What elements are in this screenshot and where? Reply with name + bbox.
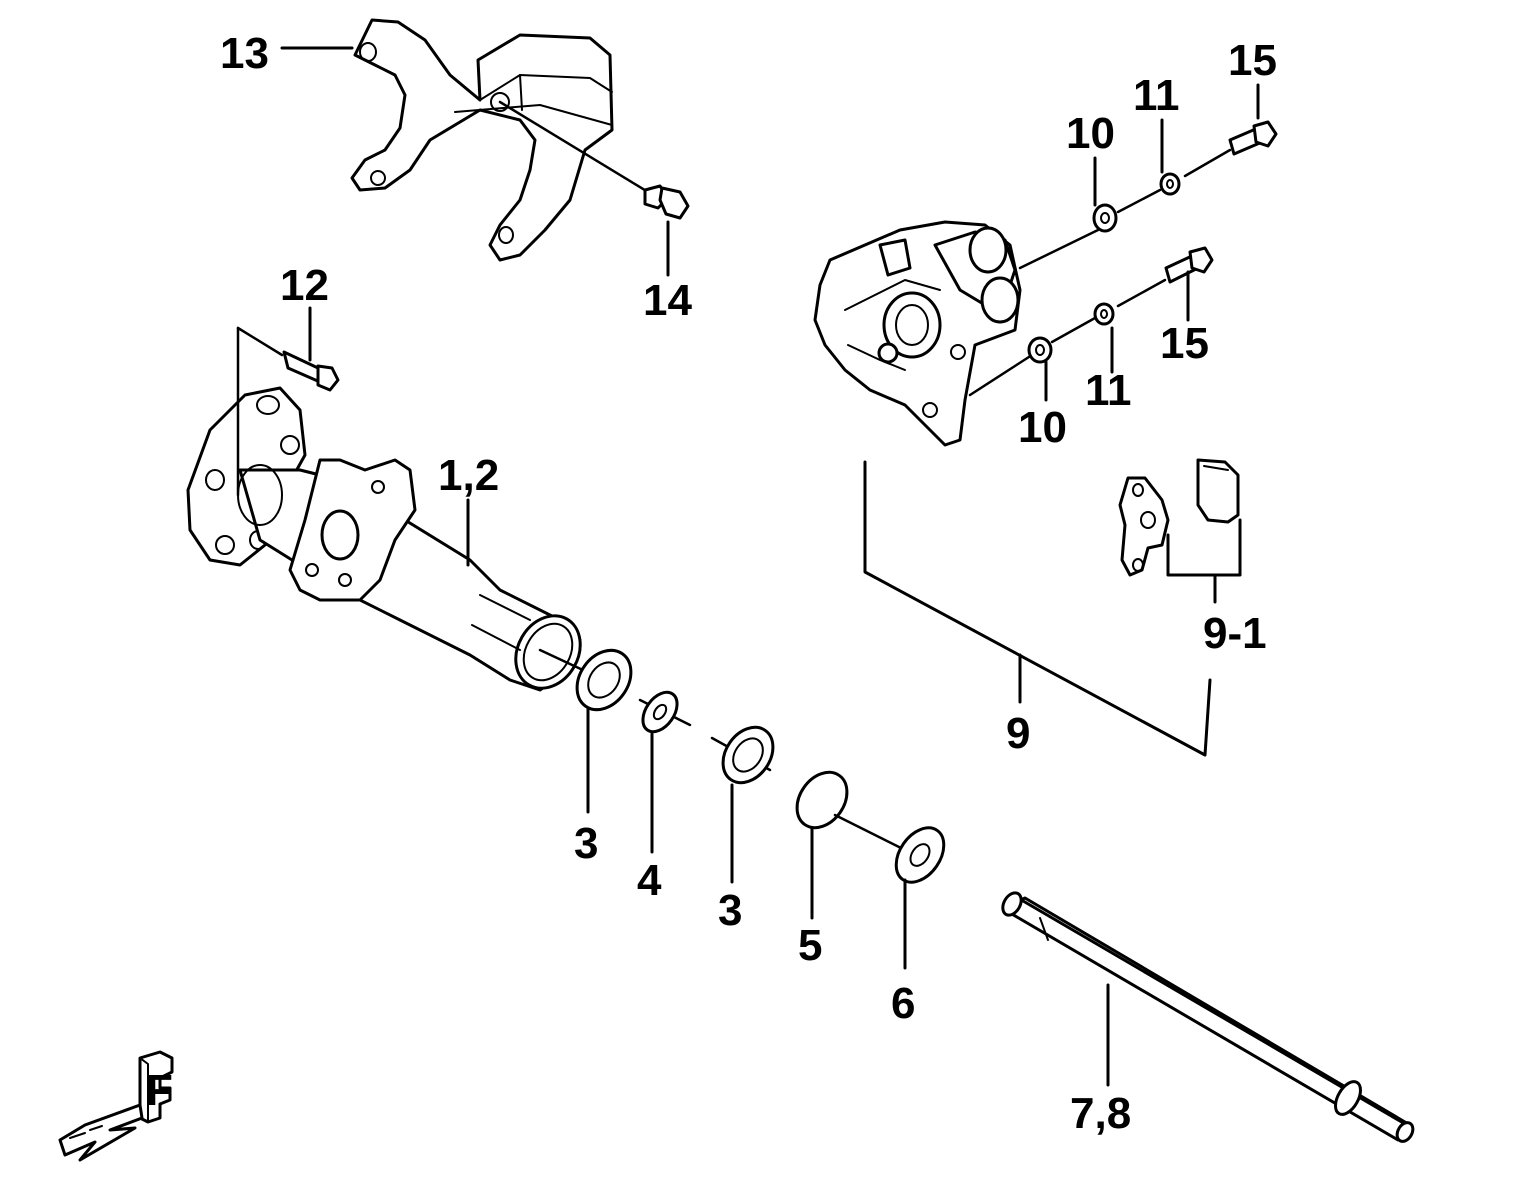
brake-caliper-part-9 bbox=[813, 220, 1022, 447]
support-bracket-part-13 bbox=[350, 18, 614, 262]
leader-lines bbox=[280, 46, 1260, 1087]
callout-11-top: 11 bbox=[1133, 71, 1180, 120]
bolt-washers-middle bbox=[968, 246, 1214, 397]
bolt-washers-top bbox=[1018, 120, 1278, 270]
callout-10-top: 10 bbox=[1066, 109, 1115, 158]
callout-12: 12 bbox=[280, 261, 329, 310]
callout-9-1: 9-1 bbox=[1203, 609, 1267, 658]
callout-1-2: 1,2 bbox=[438, 451, 499, 500]
brake-pads-part-9-1 bbox=[1118, 458, 1240, 577]
callout-14: 14 bbox=[643, 276, 692, 325]
swingarm-tube-part-1-2 bbox=[186, 386, 582, 692]
washer-part-4 bbox=[638, 690, 692, 734]
washer-part-6 bbox=[894, 826, 946, 884]
front-marker-letter: F bbox=[146, 1066, 173, 1115]
bolt-part-12 bbox=[236, 326, 340, 497]
bolt-part-14 bbox=[498, 100, 690, 220]
axle-shaft-part-7-8 bbox=[1001, 891, 1415, 1143]
callout-6: 6 bbox=[891, 979, 915, 1028]
circlip-part-5 bbox=[795, 770, 907, 852]
callout-3-right: 3 bbox=[718, 886, 742, 935]
callout-9: 9 bbox=[1006, 709, 1030, 758]
callout-3-left: 3 bbox=[574, 819, 598, 868]
callout-13: 13 bbox=[220, 29, 269, 78]
front-direction-marker bbox=[58, 1050, 174, 1162]
callout-11-mid: 11 bbox=[1085, 366, 1132, 415]
callout-10-mid: 10 bbox=[1018, 403, 1067, 452]
callout-4: 4 bbox=[637, 856, 662, 905]
callout-7-8: 7,8 bbox=[1070, 1089, 1131, 1138]
callout-15-top: 15 bbox=[1228, 36, 1277, 85]
callout-15-mid: 15 bbox=[1160, 319, 1209, 368]
callout-5: 5 bbox=[798, 921, 822, 970]
bearing-part-3-left bbox=[538, 648, 633, 712]
bearing-part-3-right bbox=[710, 725, 775, 785]
